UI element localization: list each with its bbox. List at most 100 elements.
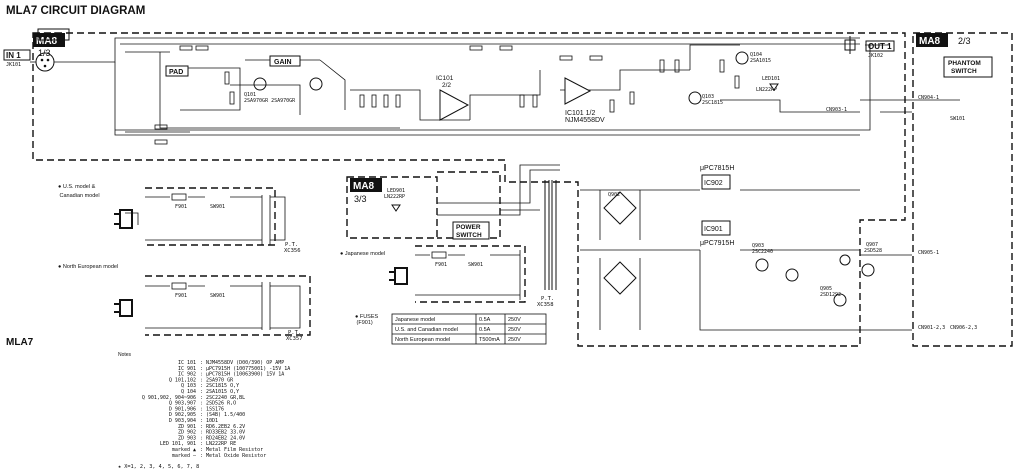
attenuator-label: -60 / 0: [40, 31, 61, 40]
fuse-row-rating: 0.5A: [479, 317, 491, 323]
q907-label-line1: Q907: [866, 242, 878, 248]
note-value: RD24EB2 24.0V: [206, 435, 245, 441]
note-value: 2SC2240 GR,BL: [206, 395, 245, 401]
note-key: D 901,906: [169, 406, 196, 412]
ne-frame-dash: [145, 275, 311, 336]
signal-wiring: [30, 37, 960, 136]
led101-label-line2: LN222RP: [756, 87, 777, 93]
ne-plug-icon: [114, 299, 133, 317]
note-value: 10D1: [206, 418, 218, 424]
pad-block: [165, 65, 189, 77]
input-label-box: [3, 49, 31, 61]
note-separator: :: [200, 453, 203, 459]
note-value: 2SA970 GR: [206, 377, 234, 383]
ne-fuse-label: F901: [175, 293, 187, 299]
input-jack: JK101: [6, 62, 21, 68]
d902-label: Q902: [608, 192, 620, 198]
phantom-board-tag: [916, 33, 948, 47]
fuse-row-voltage: 250V: [508, 317, 521, 323]
us-power-circuit: [125, 195, 286, 245]
phantom-switch-label-line1: PHANTOM: [948, 60, 981, 67]
note-separator: :: [200, 395, 203, 401]
note-key: IC 101: [178, 360, 196, 366]
note-separator: :: [200, 377, 203, 383]
note-separator: :: [200, 435, 203, 441]
note-value: 2SA1015 O,Y: [206, 389, 239, 395]
note-key: marked —: [172, 453, 197, 459]
fuses-heading-line2: (F901): [355, 320, 373, 326]
gain-block: [269, 55, 301, 67]
note-key: D 902,905: [169, 412, 196, 418]
phantom-board-section: 2/3: [958, 36, 971, 46]
jp-plug-icon: [389, 267, 408, 285]
q101-transistor-pair: [253, 77, 323, 91]
xlr-pin-icon: [43, 64, 47, 68]
fuse-row-voltage: 250V: [508, 337, 521, 343]
power-led-label-line1: LED901: [387, 188, 405, 194]
note-value: μPC7815H (10063900) 15V 1A: [206, 372, 284, 378]
note-value: RD6.2EB2 6.2V: [206, 424, 245, 430]
note-key: Q 103: [181, 383, 196, 389]
note-separator: :: [200, 424, 203, 430]
phantom-board-outline: [912, 32, 1013, 347]
us-switch-label: SW901: [210, 204, 225, 210]
fuse-row-rating: T500mA: [479, 337, 500, 343]
bridge-rectifier-icon: [603, 191, 637, 295]
note-separator: :: [200, 366, 203, 372]
fuses-table: [391, 313, 547, 345]
connector-cn905: CN905-1: [918, 250, 939, 256]
ne-power-circuit: [145, 282, 301, 330]
notes-footnote: ★ X=1, 2, 3, 4, 5, 6, 7, 8: [118, 464, 199, 470]
connector-cn901: CN901-2,3: [918, 325, 945, 331]
ic902-part: μPC7815H: [700, 165, 734, 172]
note-value: Metal Film Resistor: [206, 447, 263, 453]
note-key: ZD 903: [178, 435, 196, 441]
jp-fuse-label: F901: [435, 262, 447, 268]
ne-switch-label: SW901: [210, 293, 225, 299]
phantom-switch-label-line2: SWITCH: [951, 68, 977, 75]
power-board-outline: [346, 176, 438, 239]
region-us-line1: ● U.S. model &: [58, 184, 96, 190]
bus-lines: [860, 99, 912, 331]
notes-heading: Notes: [118, 352, 132, 358]
ne-transformer-label-line1: P.T.: [288, 330, 301, 336]
ne-transformer-label: P.T.XC357: [286, 330, 303, 342]
ic101-b-label-line1: IC101: [436, 75, 454, 82]
ma8-board-outline: [32, 32, 906, 347]
note-value: 2SC1815 O,Y: [206, 383, 239, 389]
input-label: IN 1: [6, 51, 21, 60]
note-separator: :: [200, 406, 203, 412]
note-separator: :: [200, 441, 203, 447]
power-led-label-line2: LN222RP: [384, 194, 405, 200]
xlr-pin-icon: [46, 58, 50, 62]
note-separator: :: [200, 372, 203, 378]
q103-label-line1: Q103: [702, 94, 714, 100]
q103-transistor-icon: [688, 91, 702, 105]
note-value: LN222RP RE: [206, 441, 236, 447]
jp-frame-dash: [415, 245, 526, 303]
region-us: ● U.S. model & Canadian model: [58, 184, 100, 199]
fuses-heading-line1: ● FUSES: [355, 314, 379, 320]
attenuator-box: [37, 28, 70, 41]
fuse-row-model: U.S. and Canadian model: [395, 327, 458, 333]
ic101-b-label-line2: 2/2: [442, 82, 451, 89]
model-label: MLA7: [6, 337, 34, 348]
ic902-box: [701, 174, 731, 190]
fuse-row-model: North European model: [395, 337, 450, 343]
q104-transistor-icon: [735, 51, 749, 65]
ic901-box: [701, 220, 731, 236]
power-transistors: [755, 254, 875, 307]
region-jp: ● Japanese model: [340, 251, 385, 257]
note-separator: :: [200, 412, 203, 418]
note-value: NJM4558DV (D00/390) OP AMP: [206, 360, 284, 366]
note-separator: :: [200, 383, 203, 389]
note-value: μPC7915H (100775001) -15V 1A: [206, 366, 290, 372]
power-board-section: 3/3: [354, 194, 367, 204]
phantom-switch-box: [943, 56, 993, 78]
note-key: marked ▲: [172, 447, 196, 453]
